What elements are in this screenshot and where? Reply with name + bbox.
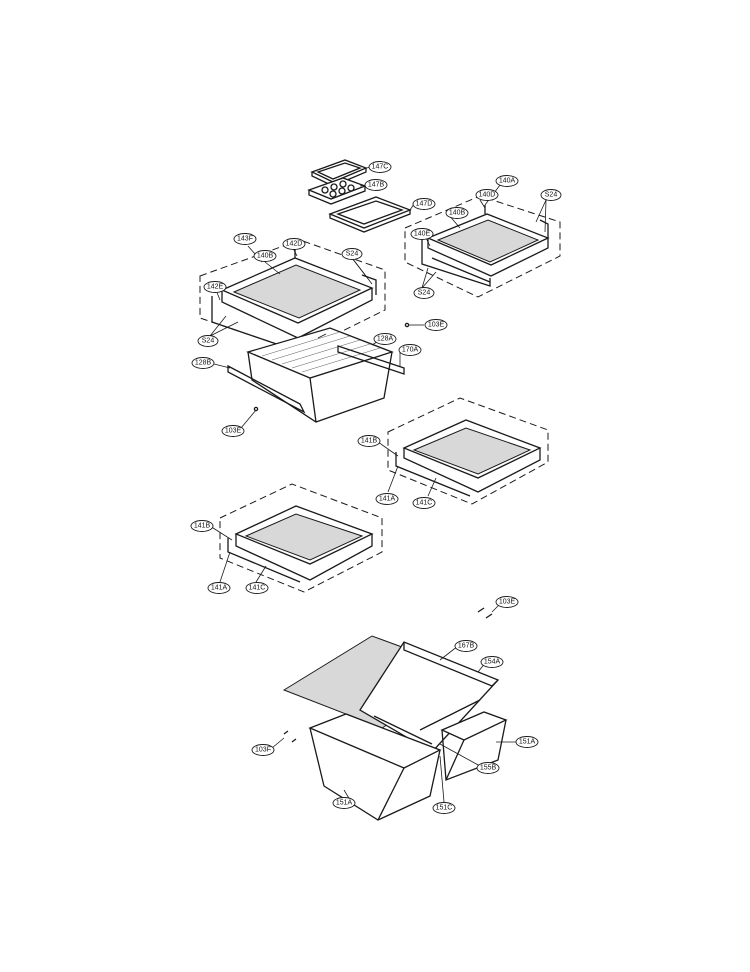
callout-s24-left-bottom: S24	[197, 335, 219, 347]
svg-text:103F: 103F	[255, 747, 271, 754]
svg-text:140A: 140A	[499, 178, 516, 185]
part-140-right-shelf	[421, 205, 550, 287]
callout-142e: 142E	[203, 281, 227, 293]
svg-text:142E: 142E	[207, 284, 224, 291]
part-140b-left-shelf	[211, 245, 377, 353]
group-outline-141-left	[219, 483, 383, 593]
svg-text:S24: S24	[545, 192, 558, 199]
callout-142d: 142D	[282, 238, 306, 250]
screw-icons	[253, 322, 493, 743]
svg-text:141C: 141C	[416, 500, 433, 507]
part-141-shelf-right	[395, 419, 542, 497]
callout-103e-top: 103E	[424, 319, 448, 331]
svg-text:147B: 147B	[368, 182, 385, 189]
callout-140a: 140A	[495, 175, 519, 187]
svg-text:170A: 170A	[402, 347, 419, 354]
callout-155b: 155B	[476, 762, 500, 774]
svg-text:S24: S24	[346, 251, 359, 258]
svg-text:103E: 103E	[499, 599, 516, 606]
callout-140e: 140E	[410, 228, 434, 240]
svg-text:140E: 140E	[414, 231, 431, 238]
callout-140d-right: 140D	[475, 189, 499, 201]
svg-text:103E: 103E	[225, 428, 242, 435]
svg-text:141C: 141C	[249, 585, 266, 592]
svg-text:147D: 147D	[416, 201, 433, 208]
leader-lines	[209, 166, 547, 803]
part-147d-tray-frame	[328, 196, 412, 233]
callout-103e-bottom: 103E	[495, 596, 519, 608]
svg-text:151C: 151C	[436, 805, 453, 812]
part-151a-right-bin	[440, 711, 508, 781]
svg-text:147C: 147C	[372, 164, 389, 171]
svg-text:151A: 151A	[336, 800, 353, 807]
callout-s24-right-top: S24	[540, 189, 562, 201]
group-outline-141-right	[387, 397, 549, 505]
callout-170a: 170A	[398, 344, 422, 356]
callout-labels: 147C 147B 147D 140A 140D S24 140B 140E S…	[190, 161, 562, 814]
svg-text:S24: S24	[418, 290, 431, 297]
part-crisper-drawer	[227, 327, 405, 423]
part-141-shelf-left	[227, 505, 374, 583]
callout-103f: 103F	[251, 744, 275, 756]
svg-text:154A: 154A	[484, 659, 501, 666]
callout-143f: 143F	[233, 233, 257, 245]
svg-text:142D: 142D	[286, 241, 303, 248]
svg-text:143F: 143F	[237, 236, 253, 243]
svg-text:141B: 141B	[194, 523, 211, 530]
svg-text:167B: 167B	[458, 643, 475, 650]
part-154a-cover-frame	[359, 641, 500, 753]
svg-text:128B: 128B	[195, 360, 212, 367]
callout-128b: 128B	[191, 357, 215, 369]
callout-167b: 167B	[454, 640, 478, 652]
group-outline-143f	[199, 239, 386, 353]
callout-128a: 128A	[373, 333, 397, 345]
svg-text:141A: 141A	[379, 496, 396, 503]
callout-141b-right: 141B	[357, 435, 381, 447]
callout-141b-left: 141B	[190, 520, 214, 532]
callout-141a-left: 141A	[207, 582, 231, 594]
svg-text:140B: 140B	[449, 210, 466, 217]
callout-s24-right-bottom: S24	[413, 287, 435, 299]
part-147b-egg-tray	[307, 177, 367, 205]
callout-141c-right: 141C	[412, 497, 436, 509]
callout-151a-left: 151A	[332, 797, 356, 809]
svg-text:140D: 140D	[479, 192, 496, 199]
callout-140b-left: 140B	[253, 250, 277, 262]
svg-text:151A: 151A	[519, 739, 536, 746]
callout-151a-right: 151A	[515, 736, 539, 748]
callout-103e-middle: 103E	[221, 425, 245, 437]
callout-147c: 147C	[368, 161, 392, 173]
svg-text:103E: 103E	[428, 322, 445, 329]
svg-text:141B: 141B	[361, 438, 378, 445]
svg-text:141A: 141A	[211, 585, 228, 592]
callout-141a-right: 141A	[375, 493, 399, 505]
svg-text:140B: 140B	[257, 253, 274, 260]
callout-147d: 147D	[412, 198, 436, 210]
callout-140b-right: 140B	[445, 207, 469, 219]
callout-s24-left-top: S24	[341, 248, 363, 260]
svg-text:S24: S24	[202, 338, 215, 345]
callout-141c-left: 141C	[245, 582, 269, 594]
svg-text:128A: 128A	[377, 336, 394, 343]
callout-151c: 151C	[432, 802, 456, 814]
callout-147b: 147B	[364, 179, 388, 191]
part-151a-left-bin	[308, 713, 442, 821]
svg-text:155B: 155B	[480, 765, 497, 772]
callout-154a: 154A	[480, 656, 504, 668]
